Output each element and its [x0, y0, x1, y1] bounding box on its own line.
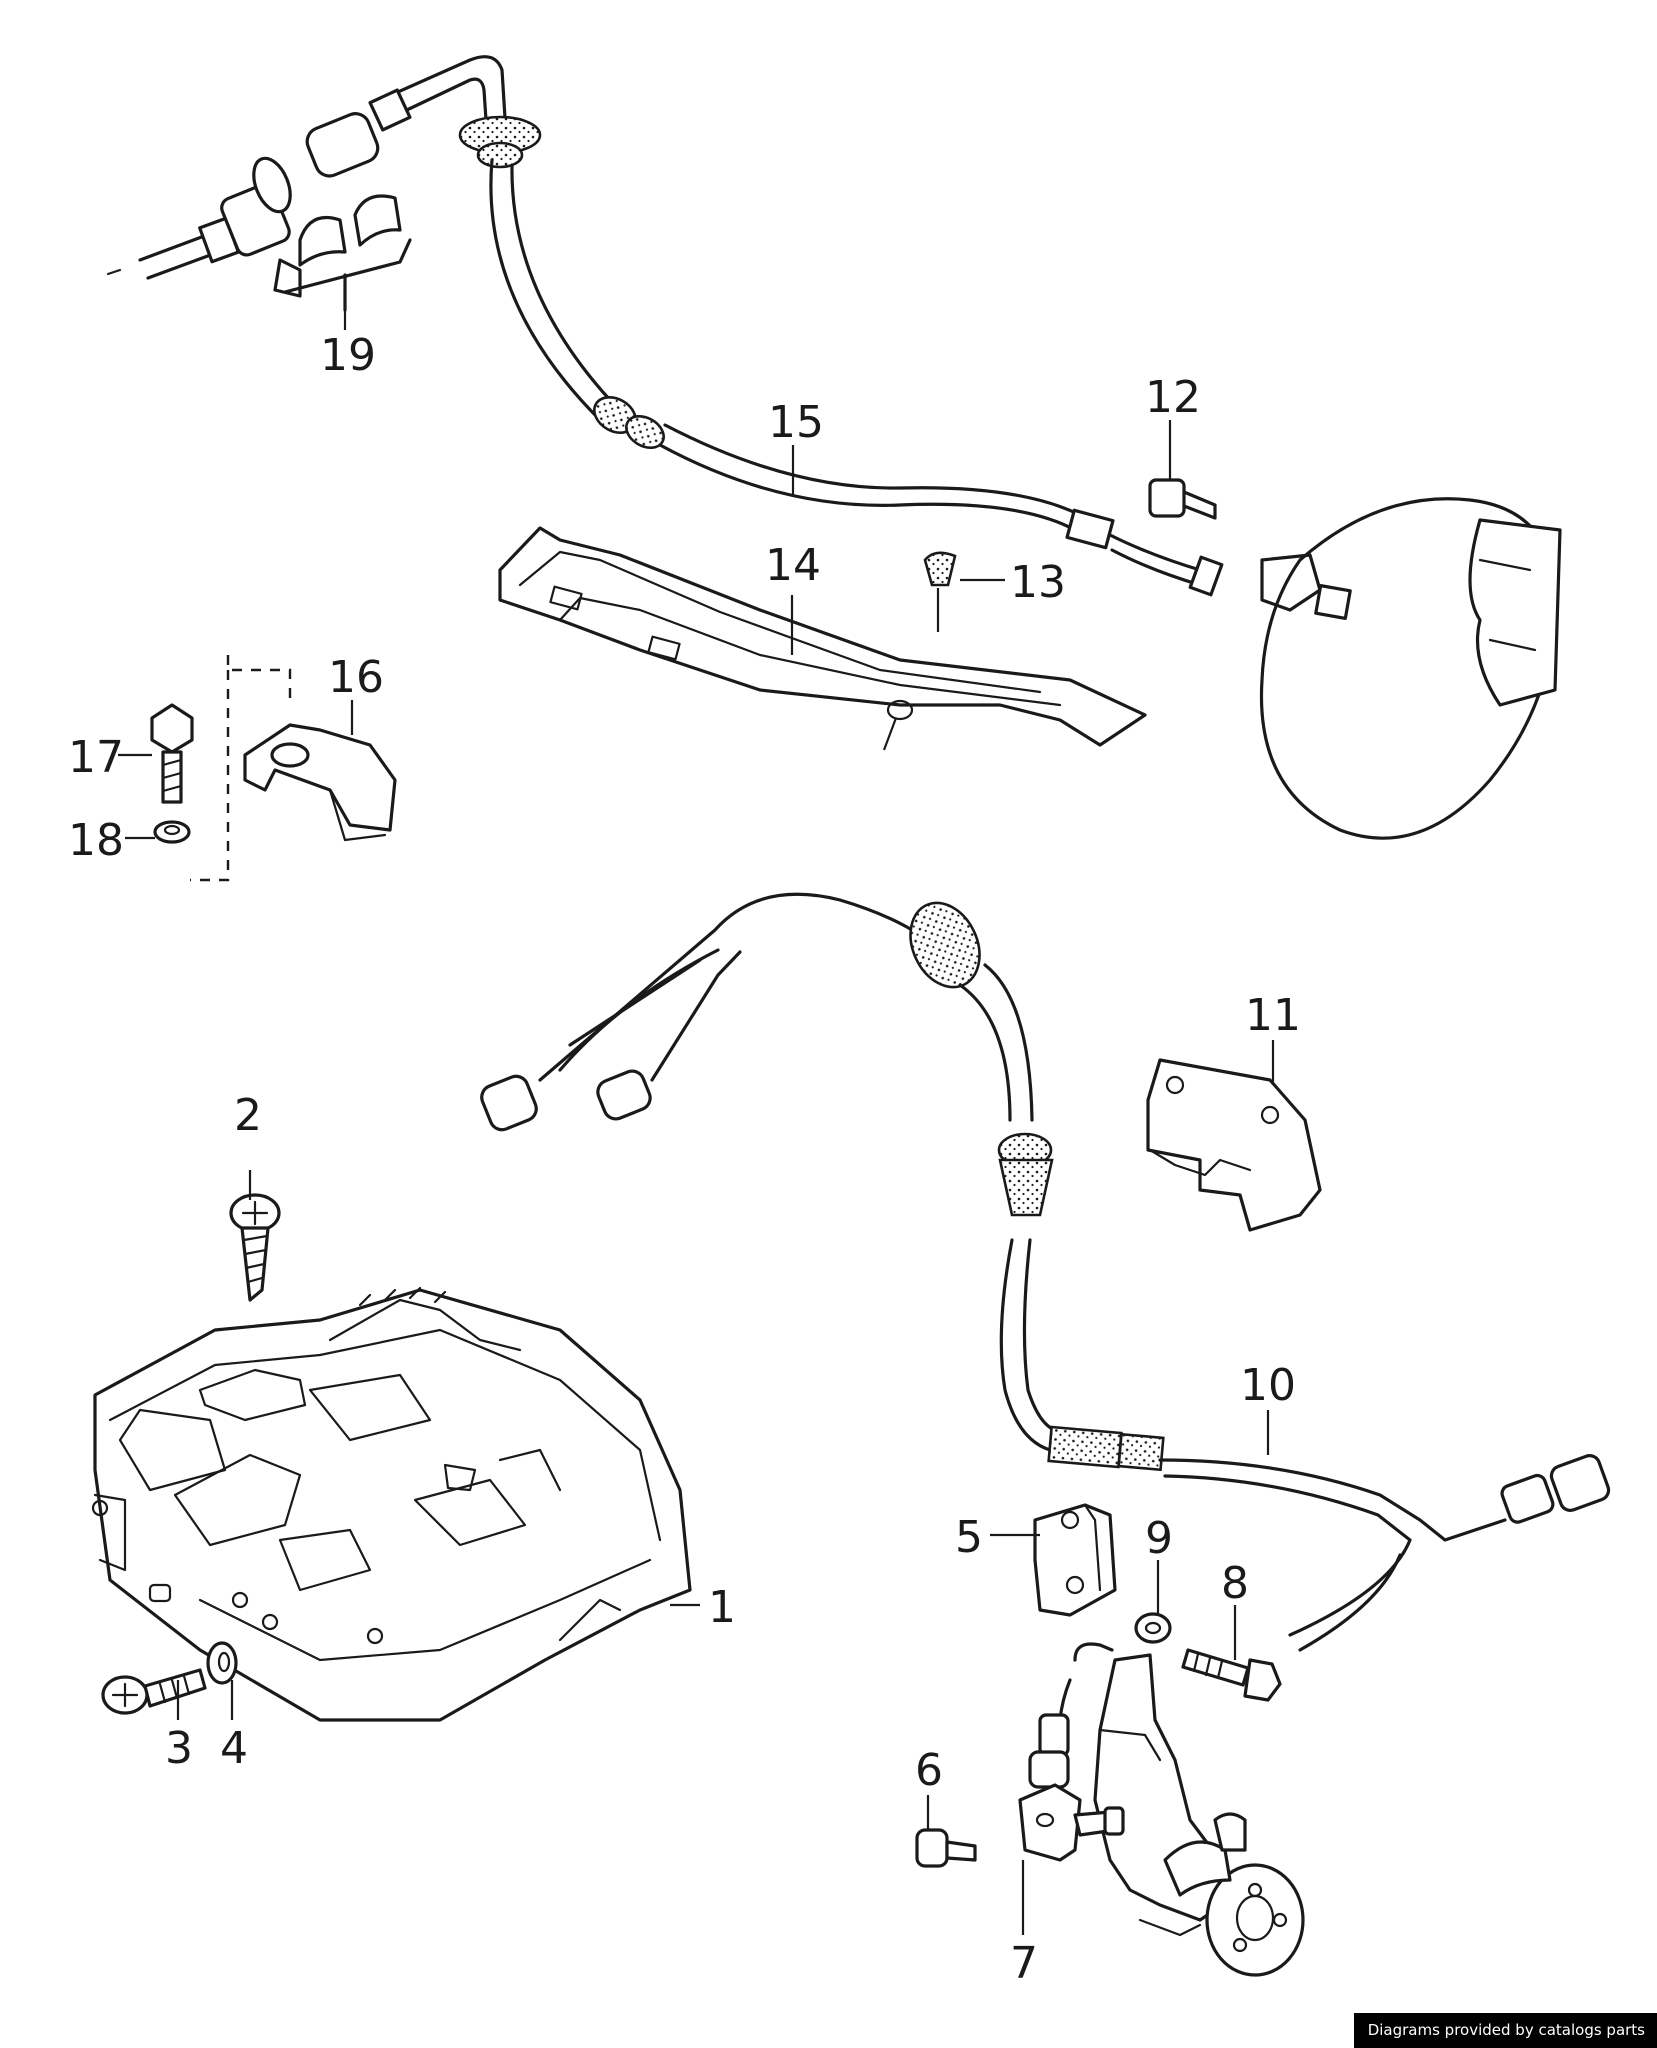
part-8-bolt: [1181, 1648, 1282, 1702]
callout-2: 2: [234, 1090, 262, 1141]
part-11-bracket: [1146, 1058, 1322, 1232]
part-19-cable-clip: [106, 112, 412, 312]
callout-4: 4: [220, 1723, 248, 1774]
leader-lines: [118, 310, 1275, 1935]
part-7-sensor: [1018, 1783, 1125, 1862]
callout-6: 6: [915, 1745, 943, 1796]
callout-3: 3: [165, 1723, 193, 1774]
callout-7: 7: [1010, 1938, 1038, 1989]
part-5-bracket: [1033, 1503, 1117, 1617]
callout-8: 8: [1221, 1558, 1249, 1609]
callout-19: 19: [320, 330, 376, 381]
assembly-dashed-line: [190, 655, 292, 882]
part-15-sensor-cable: [368, 55, 1352, 620]
callout-18: 18: [68, 815, 124, 866]
part-14-bracket: [498, 526, 1147, 751]
part-1-control-unit: [91, 1286, 692, 1722]
part-17-bolt: [150, 703, 194, 804]
watermark-credit: Diagrams provided by catalogs parts: [1353, 2013, 1657, 2048]
callout-9: 9: [1145, 1513, 1173, 1564]
callout-13: 13: [1010, 557, 1066, 608]
part-18-washer: [153, 820, 191, 844]
part-6-bolt: [915, 1828, 977, 1868]
callout-1: 1: [708, 1582, 736, 1633]
part-3-bolt: [101, 1668, 207, 1715]
steering-knuckle: [1028, 1642, 1305, 1977]
brake-disc-upper: [1259, 497, 1562, 840]
callout-15: 15: [768, 397, 824, 448]
part-13-clip: [923, 551, 957, 632]
part-16-bracket: [243, 723, 397, 842]
callout-17: 17: [68, 732, 124, 783]
callout-14: 14: [765, 540, 821, 591]
callout-5: 5: [955, 1512, 983, 1563]
callout-11: 11: [1245, 990, 1301, 1041]
part-12-bolt: [1148, 478, 1217, 520]
part-10-sensor-cable: [480, 892, 1611, 1652]
callout-12: 12: [1145, 372, 1201, 423]
part-2-screw: [229, 1193, 281, 1302]
callout-16: 16: [328, 652, 384, 703]
part-9-washer: [1134, 1612, 1172, 1644]
callout-10: 10: [1240, 1360, 1296, 1411]
part-4-washer: [206, 1641, 238, 1685]
